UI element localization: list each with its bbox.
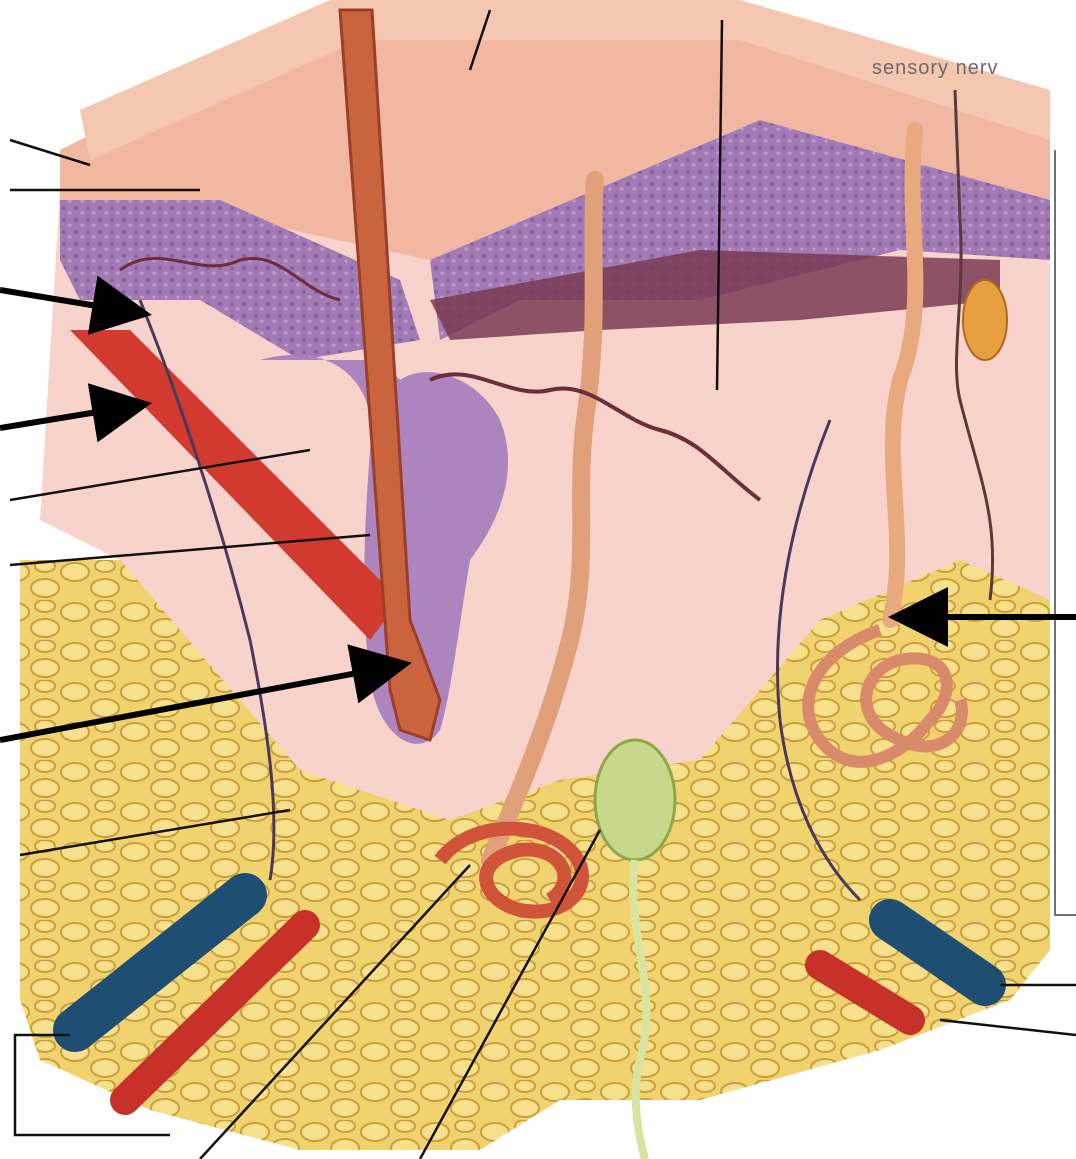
sensory-receptor [963,280,1007,360]
pacinian-corpuscle [595,740,675,860]
label-sensory-nerve: sensory nerv [872,57,999,79]
